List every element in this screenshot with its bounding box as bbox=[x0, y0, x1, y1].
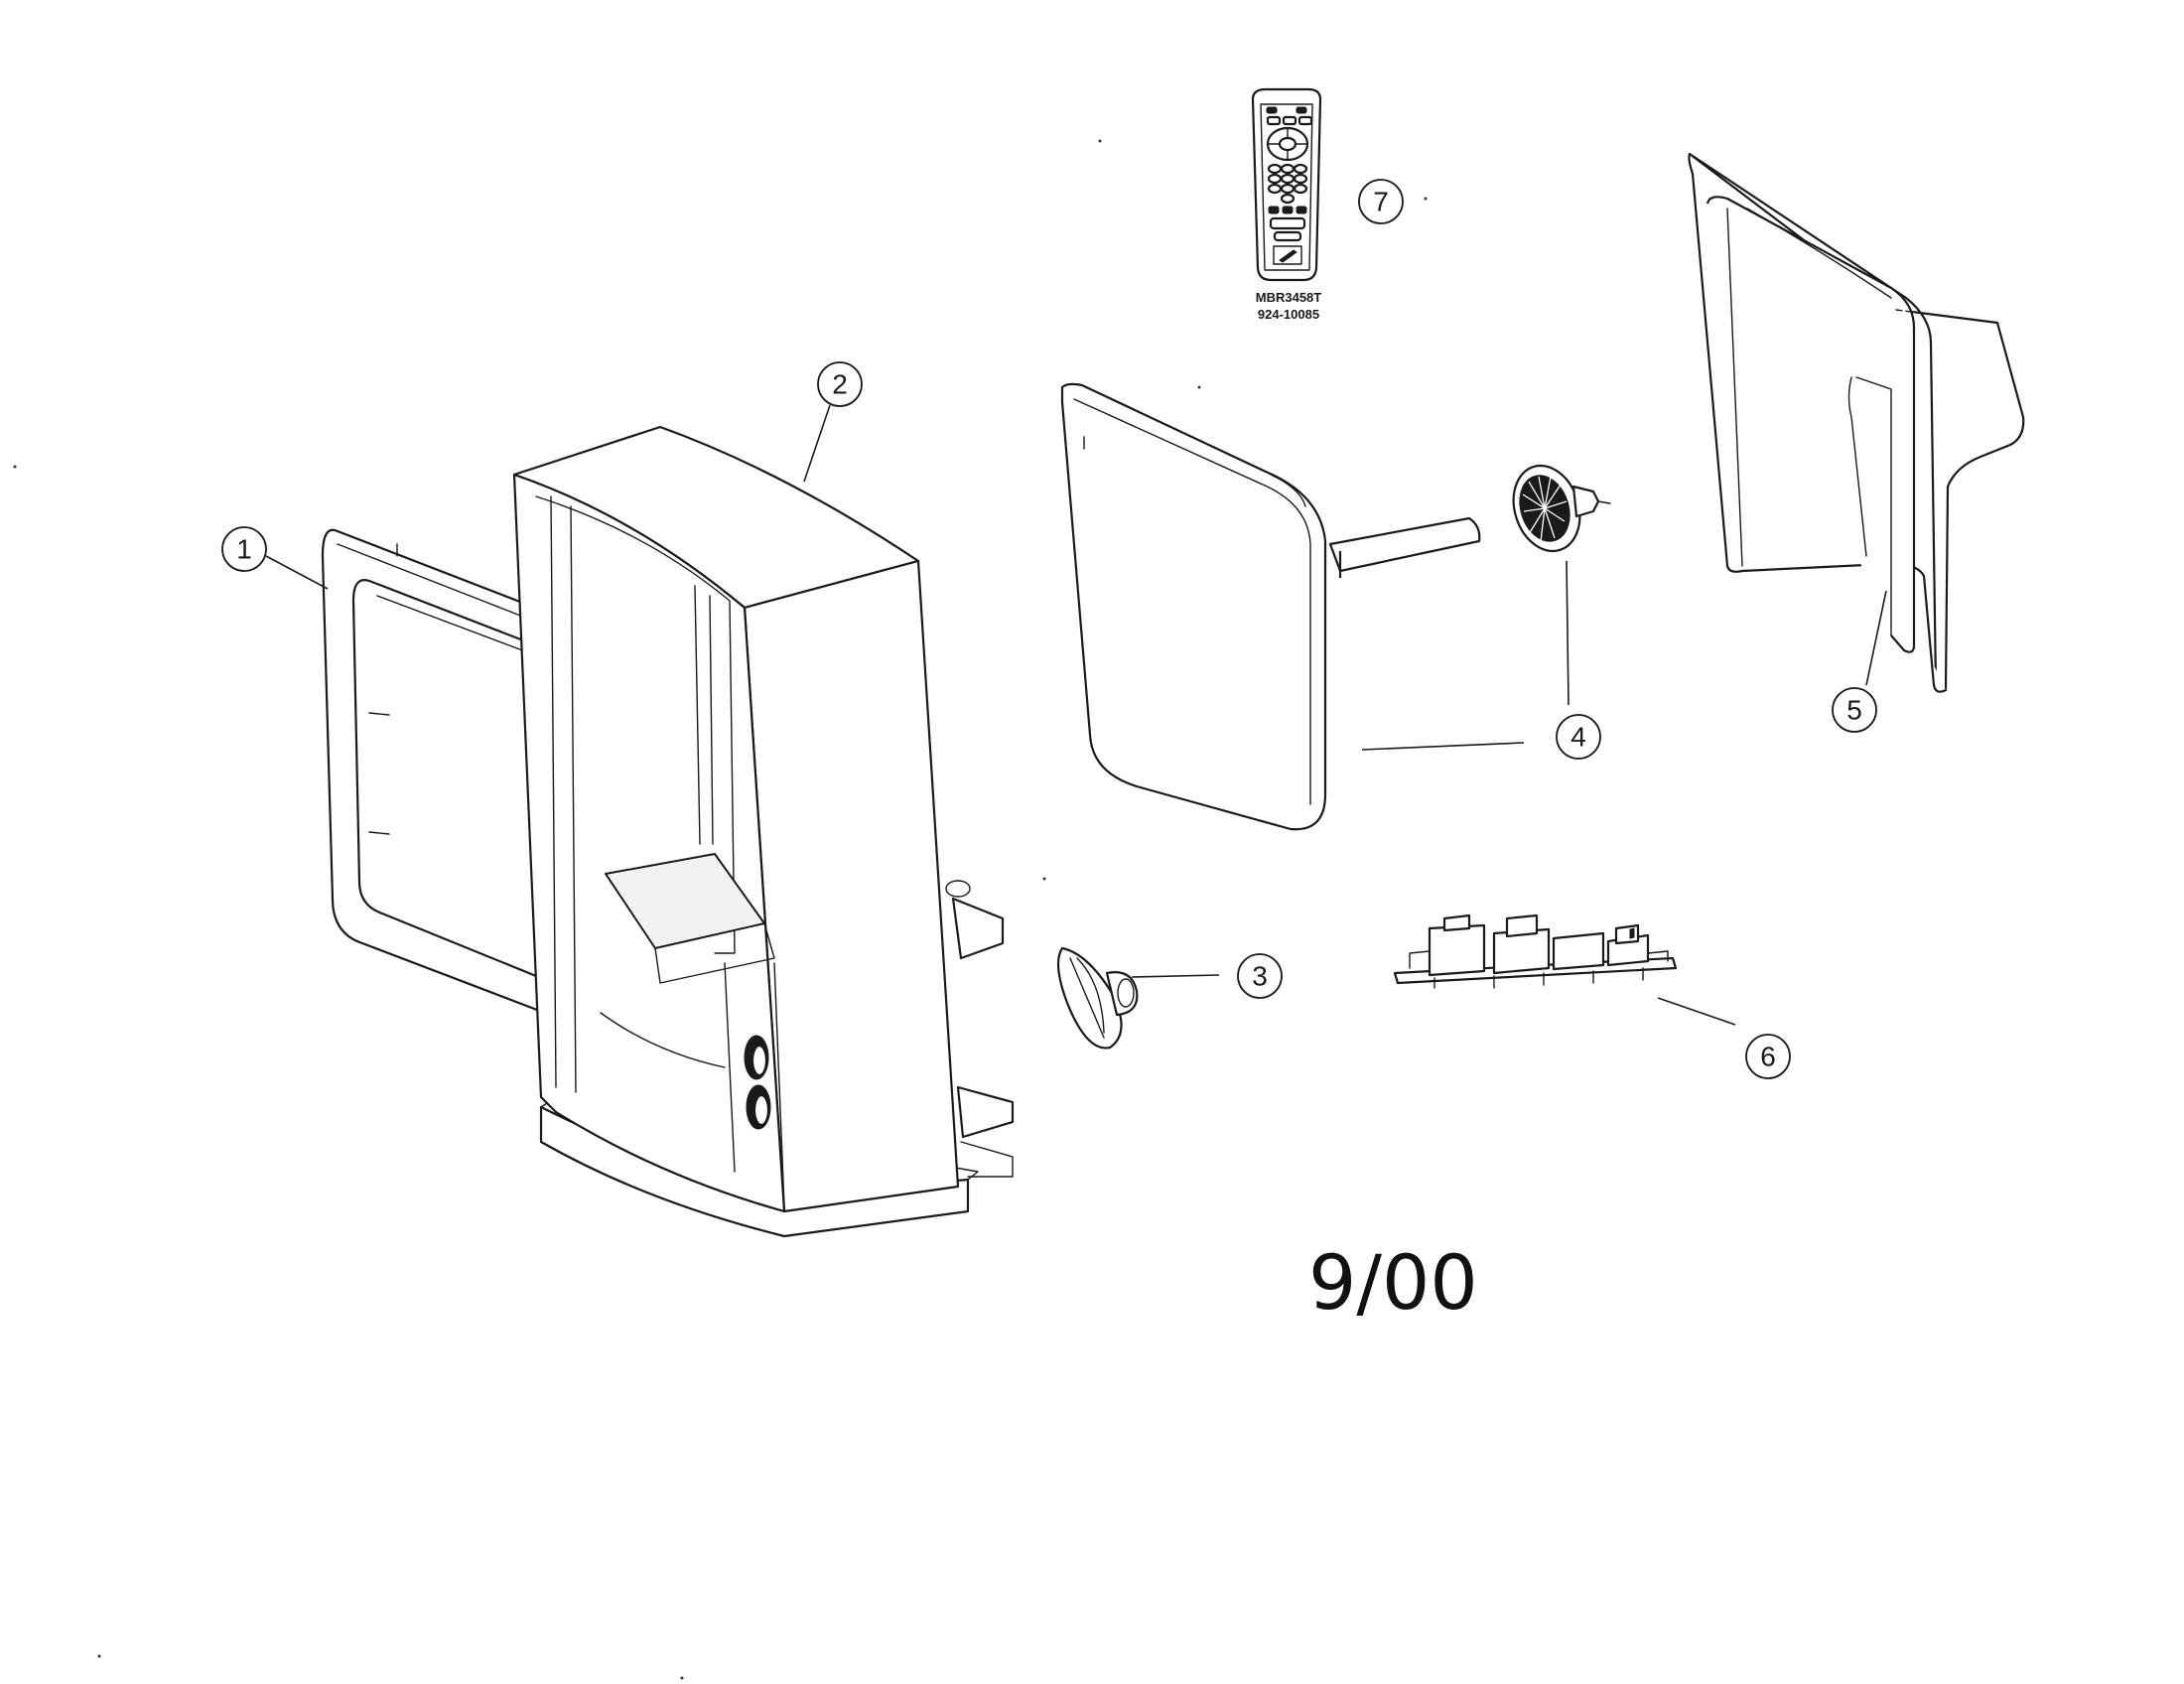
callout-5-label: 5 bbox=[1846, 695, 1862, 726]
remote-model-label: MBR3458T bbox=[1256, 290, 1322, 305]
chassis-board-part bbox=[1393, 913, 1678, 989]
callout-2: 2 bbox=[817, 361, 863, 407]
callout-1-label: 1 bbox=[236, 534, 252, 565]
callout-4: 4 bbox=[1556, 714, 1601, 760]
callout-1: 1 bbox=[221, 526, 267, 572]
back-cover-part bbox=[1688, 152, 2025, 693]
speaker-part bbox=[1056, 946, 1139, 1050]
callout-3-label: 3 bbox=[1252, 961, 1268, 992]
remote-control-part: MBR3458T 924-10085 bbox=[1251, 87, 1322, 322]
callout-7-label: 7 bbox=[1373, 187, 1389, 217]
callout-6-label: 6 bbox=[1760, 1042, 1776, 1072]
callout-7: 7 bbox=[1358, 179, 1404, 224]
callout-4-label: 4 bbox=[1570, 722, 1586, 753]
remote-part-number-label: 924-10085 bbox=[1258, 307, 1319, 322]
cabinet-part bbox=[512, 425, 1015, 1238]
picture-tube-part bbox=[1060, 382, 1611, 831]
leader-lines bbox=[265, 404, 1887, 1026]
date-code: 9/00 bbox=[1308, 1238, 1478, 1327]
callout-6: 6 bbox=[1745, 1034, 1791, 1079]
deflection-yoke-part bbox=[1512, 464, 1611, 553]
brand-logo-icon bbox=[1279, 249, 1297, 263]
scan-specks bbox=[13, 139, 1428, 1680]
callout-3: 3 bbox=[1237, 953, 1283, 999]
callout-5: 5 bbox=[1832, 687, 1877, 733]
callout-2-label: 2 bbox=[832, 369, 848, 400]
